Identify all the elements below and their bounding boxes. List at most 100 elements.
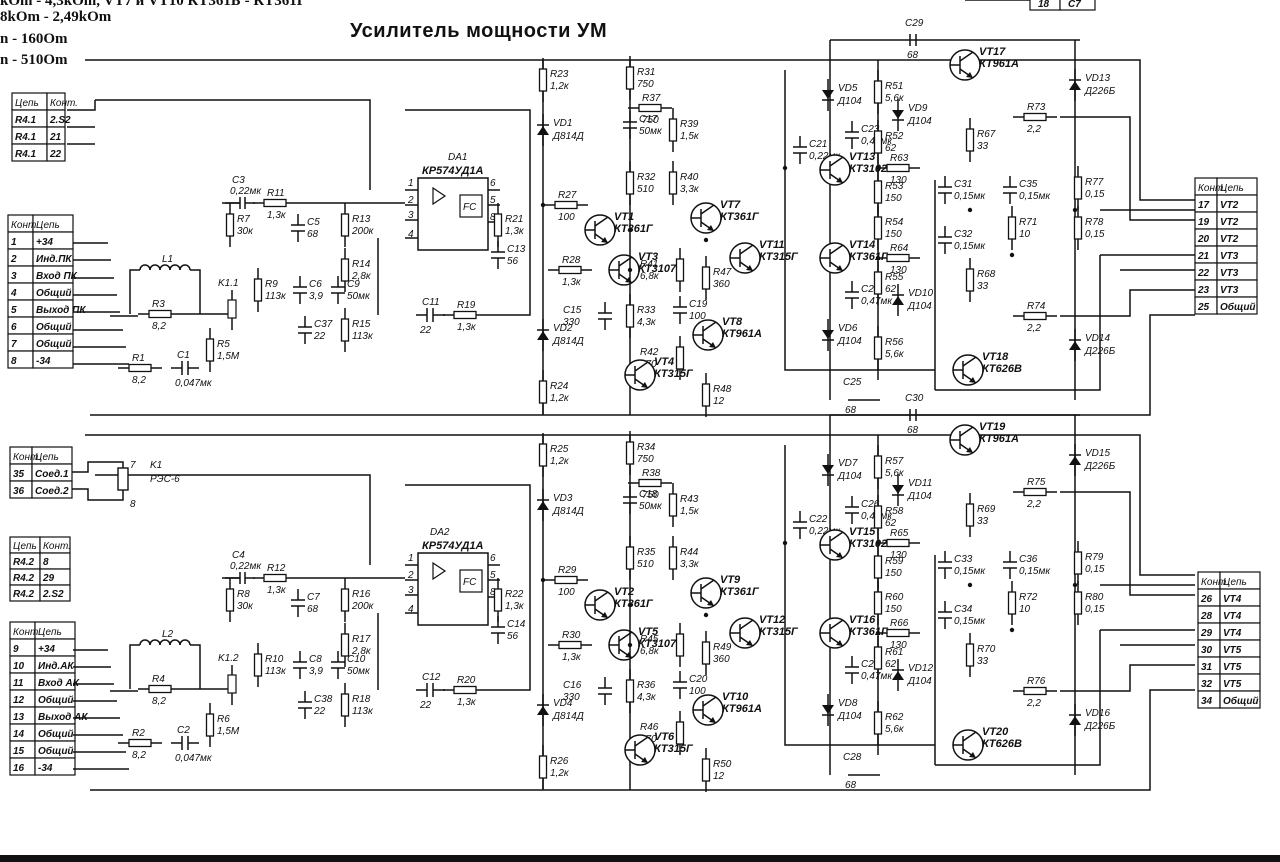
- value-label: 360: [713, 654, 730, 665]
- ref-label: VD11: [908, 478, 932, 489]
- value-label: Д814Д: [552, 336, 584, 347]
- table-cell: +34: [38, 644, 55, 655]
- ref-label: R77: [1085, 177, 1104, 188]
- value-label: 0,15мк: [1019, 191, 1051, 202]
- ref-label: R5: [217, 339, 230, 350]
- table-cell: VT2: [1220, 234, 1239, 245]
- ref-label: VD14: [1085, 333, 1110, 344]
- value-label: Д226Б: [1084, 461, 1116, 472]
- table-cell: 36: [13, 486, 25, 497]
- ref-label: R63: [890, 153, 909, 164]
- ref-label: R22: [505, 589, 524, 600]
- ref-label: C27: [861, 659, 880, 670]
- ref-label: VD2: [553, 323, 573, 334]
- table-cell: 3: [11, 271, 17, 282]
- ref-label: R19: [457, 300, 476, 311]
- value-label: 0,22мк: [230, 561, 262, 572]
- table-cell: VT4: [1223, 628, 1242, 639]
- table-cell: +34: [36, 237, 53, 248]
- value-label: Д104: [907, 676, 932, 687]
- value-label: 0,22мк: [230, 186, 262, 197]
- ref-label: R78: [1085, 217, 1104, 228]
- table-cell: R4.1: [15, 132, 37, 143]
- table-cell: VT5: [1223, 662, 1242, 673]
- note-line-0: kOm - 4,3kOm, VT7 и VT10 КТ361Б - КТ361Г: [0, 0, 307, 9]
- ref-label: R6: [217, 714, 230, 725]
- table-cell: VT4: [1223, 611, 1242, 622]
- value-label: 6,8к: [640, 271, 660, 282]
- ref-label: VT15: [849, 526, 876, 538]
- ref-label: C30: [905, 393, 924, 404]
- table-cell: 7: [11, 339, 17, 350]
- value-label: 330: [563, 317, 580, 328]
- ref-label: C23: [861, 124, 880, 135]
- ref-label: R58: [885, 506, 904, 517]
- table-cell: VT2: [1220, 217, 1239, 228]
- table-cell: Общий: [38, 694, 74, 706]
- table-cell: Цепь: [1220, 183, 1244, 194]
- value-label: 4,3к: [637, 317, 657, 328]
- value-label: 10: [1019, 229, 1031, 240]
- table-cell: 5: [11, 305, 17, 316]
- pin-label: 7: [130, 460, 136, 471]
- ref-label: R4: [152, 674, 165, 685]
- ref-label: DA2: [430, 527, 450, 538]
- ref-label: R64: [890, 243, 909, 254]
- ref-label: VD12: [908, 663, 933, 674]
- value-label: 1,3к: [505, 226, 525, 237]
- ref-label: R48: [713, 384, 732, 395]
- value-label: 22: [313, 331, 326, 342]
- ref-label: VD4: [553, 698, 573, 709]
- table-cell: 30: [1201, 645, 1213, 656]
- value-label: 2,8к: [351, 646, 372, 657]
- ref-label: R3: [152, 299, 165, 310]
- value-label: 100: [558, 587, 575, 598]
- table-cell: Общий: [36, 338, 72, 350]
- table-cell: 6: [11, 322, 17, 333]
- value-label: 1,3к: [457, 697, 477, 708]
- value-label: 8,2: [132, 750, 146, 761]
- value-label: 1,3к: [562, 277, 582, 288]
- value-label: 100: [689, 686, 706, 697]
- ref-label: R66: [890, 618, 909, 629]
- value-label: 62: [885, 659, 897, 670]
- ref-label: C16: [563, 680, 582, 691]
- value-label: 0,15мк: [954, 191, 986, 202]
- ref-label: R42: [640, 347, 659, 358]
- ref-label: R44: [680, 547, 699, 558]
- value-label: 56: [507, 256, 519, 267]
- table-cell: 2.S2: [49, 115, 71, 126]
- ref-label: R16: [352, 589, 371, 600]
- ref-label: R62: [885, 712, 904, 723]
- ref-label: C3: [232, 175, 245, 186]
- value-label: 113к: [265, 291, 287, 302]
